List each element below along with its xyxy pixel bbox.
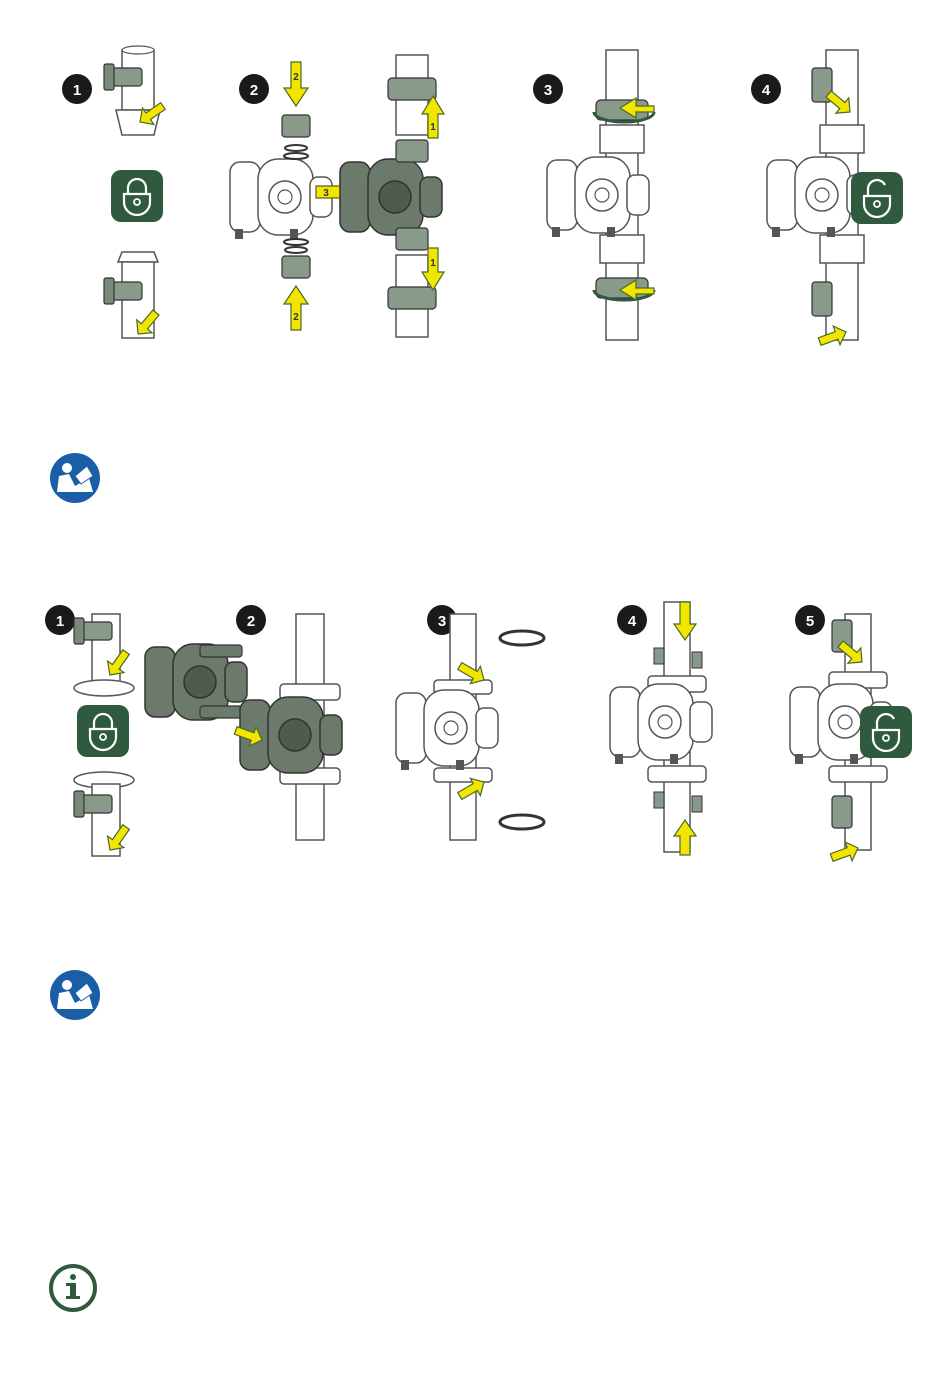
pump-icon: [610, 684, 712, 764]
step-number: 4: [628, 613, 637, 630]
step-b4-illustration: [610, 602, 712, 855]
step-a3-illustration: [547, 50, 654, 340]
padlock-closed-icon: [77, 705, 129, 757]
valve-handle-icon: [74, 791, 112, 817]
pump-silhouette-icon: [340, 159, 442, 235]
step-badge-a3: 3: [533, 74, 563, 104]
step-number: 1: [73, 82, 81, 99]
arrow-2-bottom: 2: [284, 286, 308, 330]
step-badge-b1: 1: [45, 605, 75, 635]
union-nut-icon: [282, 115, 310, 137]
union-nut-icon: [282, 256, 310, 278]
step-a1-illustration: [104, 46, 169, 340]
step-badge-a2: 2: [239, 74, 269, 104]
step-number: 3: [544, 82, 552, 99]
info-icon: [51, 1266, 95, 1310]
step-badge-a1: 1: [62, 74, 92, 104]
gasket-icon: [500, 631, 544, 645]
step-badge-b4: 4: [617, 605, 647, 635]
valve-handle-icon: [104, 278, 142, 304]
step-number: 4: [762, 82, 771, 99]
step-number: 2: [247, 613, 255, 630]
read-manual-icon: [50, 970, 100, 1020]
step-badge-b2: 2: [236, 605, 266, 635]
pipe-clamp-icon: [388, 78, 436, 100]
padlock-closed-icon: [111, 170, 163, 222]
arrow-2-top: 2: [284, 62, 308, 106]
step-badge-a4: 4: [751, 74, 781, 104]
arrow-number: 1: [430, 258, 436, 269]
valve-handle-icon: [832, 796, 852, 828]
step-badge-b5: 5: [795, 605, 825, 635]
read-manual-icon: [50, 453, 100, 503]
step-number: 5: [806, 613, 814, 630]
step-b3-illustration: [396, 614, 544, 840]
step-number: 2: [250, 82, 258, 99]
arrow-number: 2: [293, 72, 299, 83]
arrow-number: 1: [430, 122, 436, 133]
padlock-open-icon: [860, 706, 912, 758]
padlock-open-icon: [851, 172, 903, 224]
step-number: 3: [438, 613, 446, 630]
pump-icon: [396, 690, 498, 770]
arrow-number: 2: [293, 312, 299, 323]
gasket-icon: [500, 815, 544, 829]
step-b1-illustration: [74, 614, 134, 856]
valve-handle-icon: [104, 64, 142, 90]
step-b2-illustration: [145, 614, 342, 840]
step-number: 1: [56, 613, 64, 630]
valve-handle-icon: [812, 282, 832, 316]
step-b5-illustration: [790, 614, 912, 867]
arrow-number: 3: [323, 188, 329, 199]
pipe-clamp-icon: [388, 287, 436, 309]
step-a4-illustration: [767, 50, 903, 351]
pump-icon: [230, 159, 332, 239]
valve-handle-icon: [74, 618, 112, 644]
